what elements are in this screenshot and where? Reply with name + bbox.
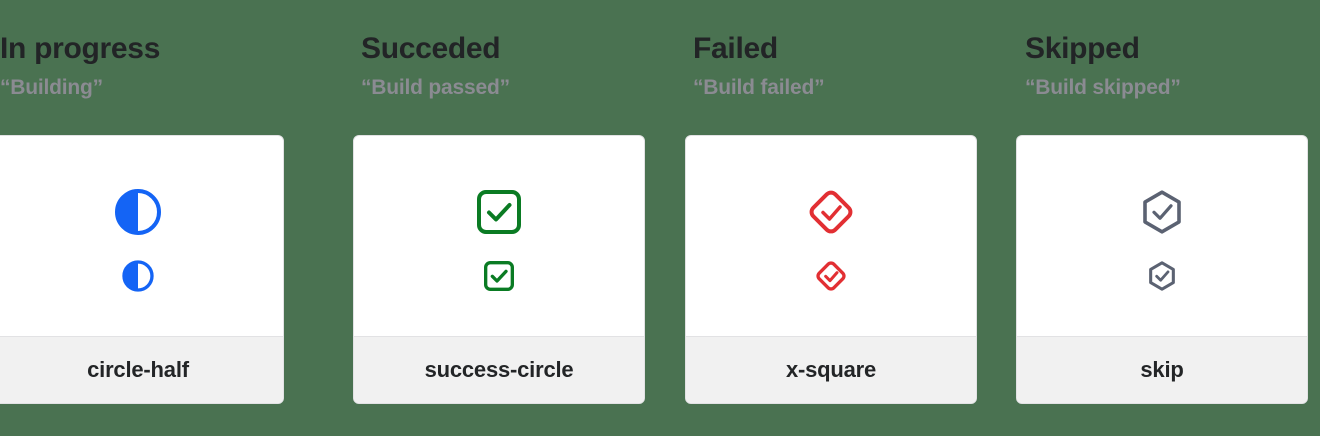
column-title: Failed: [693, 32, 778, 65]
icon-card-footer: success-circle: [354, 336, 644, 403]
success-circle-icon: [475, 188, 523, 236]
skip-icon: [1138, 188, 1186, 236]
icon-preview-area: [686, 136, 976, 336]
icon-card-wrapper: skip: [1016, 135, 1320, 404]
icon-card-x-square[interactable]: x-square: [685, 135, 977, 404]
x-square-icon: [807, 188, 855, 236]
status-column-failed: Failed “Build failed”: [660, 0, 990, 436]
x-square-icon-small: [815, 260, 847, 292]
circle-half-icon: [114, 188, 162, 236]
icon-name-label: skip: [1140, 357, 1184, 382]
icon-card-footer: x-square: [686, 336, 976, 403]
icon-card-wrapper: circle-half: [0, 135, 330, 404]
column-title: Skipped: [1025, 32, 1140, 65]
icon-preview-area: [0, 136, 283, 336]
icon-preview-area: [354, 136, 644, 336]
status-column-in-progress: In progress “Building”: [0, 0, 330, 436]
column-title: In progress: [0, 32, 161, 65]
skip-icon-small: [1146, 260, 1178, 292]
column-subtitle: “Build passed”: [361, 76, 510, 99]
icon-name-label: x-square: [785, 357, 877, 382]
icon-card-wrapper: success-circle: [353, 135, 660, 404]
icon-card-success-circle[interactable]: success-circle: [353, 135, 645, 404]
column-header: Failed “Build failed”: [660, 0, 990, 135]
column-subtitle: “Build skipped”: [1025, 76, 1181, 99]
icon-card-skip[interactable]: skip: [1016, 135, 1308, 404]
icon-name-label: circle-half: [87, 357, 189, 382]
icon-card-footer: circle-half: [0, 336, 283, 403]
column-header: In progress “Building”: [0, 0, 330, 135]
column-subtitle: “Building”: [0, 76, 103, 99]
column-subtitle: “Build failed”: [693, 76, 825, 99]
column-title: Succeded: [361, 32, 501, 65]
icon-name-label: success-circle: [424, 357, 574, 382]
column-header: Skipped “Build skipped”: [990, 0, 1320, 135]
icon-card-footer: skip: [1017, 336, 1307, 403]
icon-preview-area: [1017, 136, 1307, 336]
icon-card-circle-half[interactable]: circle-half: [0, 135, 284, 404]
column-header: Succeded “Build passed”: [330, 0, 660, 135]
icon-card-wrapper: x-square: [685, 135, 990, 404]
status-column-skipped: Skipped “Build skipped”: [990, 0, 1320, 436]
circle-half-icon-small: [122, 260, 154, 292]
status-column-succeded: Succeded “Build passed”: [330, 0, 660, 436]
success-circle-icon-small: [483, 260, 515, 292]
